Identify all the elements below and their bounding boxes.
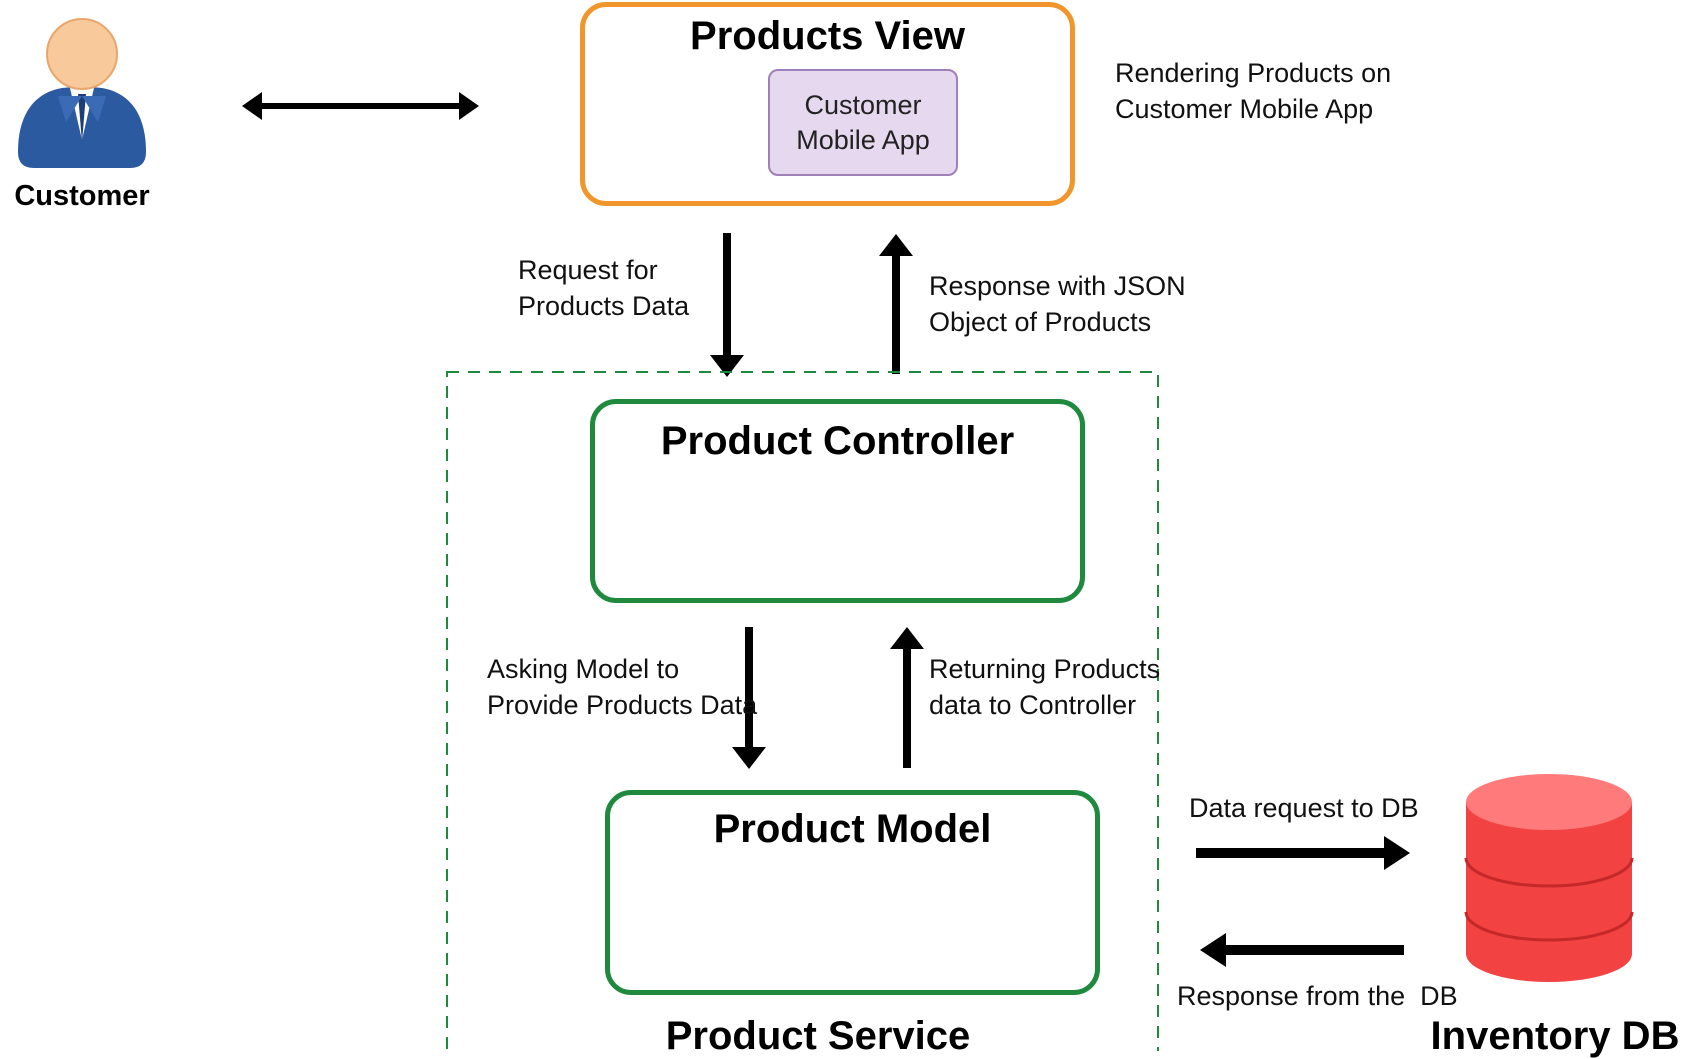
customer-icon [18,18,146,168]
returning-label-line2: data to Controller [929,690,1137,720]
returning-label-line1: Returning Products [929,654,1161,684]
view-description-line2: Customer Mobile App [1115,94,1374,124]
asking-label-line1: Asking Model to [487,654,680,684]
response-arrow [879,234,913,374]
request-arrow [710,233,744,377]
product-controller-box [590,399,1085,603]
response-label-line1: Response with JSON [929,271,1186,301]
product-controller-title: Product Controller [660,419,1015,463]
product-service-container [446,371,1159,1051]
db-response-label: Response from the DB [1177,981,1458,1011]
app-label-line2: Mobile App [796,124,930,155]
inventory-db-label: Inventory DB [1430,1014,1680,1058]
view-description-line1: Rendering Products on [1115,58,1392,88]
db-request-arrow [1196,836,1410,870]
customer-label: Customer [14,180,150,212]
product-service-label: Product Service [665,1014,971,1058]
database-icon [1464,774,1634,982]
asking-arrow [732,627,766,769]
db-request-label: Data request to DB [1189,793,1419,823]
product-model-box [605,790,1100,995]
returning-arrow [890,627,924,768]
app-label-line1: Customer [804,89,922,120]
products-view-title: Products View [690,14,965,58]
customer-mobile-app-box: Customer Mobile App [768,69,958,176]
response-label-line2: Object of Products [929,307,1152,337]
db-response-arrow [1200,933,1404,967]
customer-view-arrow [242,92,479,120]
request-label-line1: Request for [518,255,658,285]
request-label-line2: Products Data [518,291,690,321]
product-model-title: Product Model [713,807,992,851]
asking-label-line2: Provide Products Data [487,690,758,720]
